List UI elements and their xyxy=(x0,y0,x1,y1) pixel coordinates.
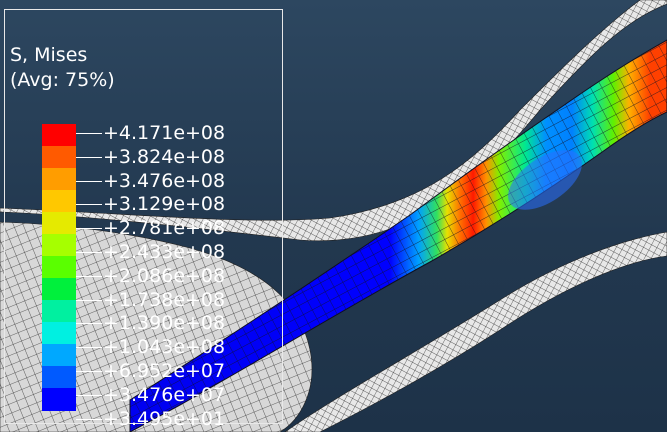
legend-value: +2.433e+08 xyxy=(103,241,226,263)
legend-tick xyxy=(76,180,102,182)
legend-band xyxy=(42,300,76,323)
legend-band xyxy=(42,344,76,367)
legend-value: +1.390e+08 xyxy=(103,312,226,335)
legend-tick xyxy=(76,371,102,372)
legend-tick xyxy=(76,275,102,277)
legend-tick xyxy=(76,133,102,134)
legend-band xyxy=(42,388,76,411)
legend-title: S, Mises xyxy=(10,44,88,66)
legend-value: +1.738e+08 xyxy=(103,288,226,311)
legend-band xyxy=(42,234,76,257)
legend-value: +1.043e+08 xyxy=(103,336,226,359)
legend-color-bar xyxy=(42,124,76,411)
contour-legend: S, Mises (Avg: 75%) +4.171e+08+3.824e+08… xyxy=(4,9,283,428)
legend-tick xyxy=(76,394,102,396)
legend-value: +3.476e+07 xyxy=(103,383,226,406)
legend-tick xyxy=(76,228,102,230)
legend-value: +3.495e+01 xyxy=(103,407,226,430)
legend-band xyxy=(42,256,76,279)
legend-tick xyxy=(76,156,102,158)
lower-die-surface xyxy=(284,231,667,432)
legend-tick xyxy=(76,204,102,206)
legend-band xyxy=(42,278,76,301)
legend-value: +3.824e+08 xyxy=(103,145,226,168)
legend-tick xyxy=(76,323,102,325)
legend-tick xyxy=(76,252,102,253)
legend-band xyxy=(42,322,76,345)
legend-value: +3.476e+08 xyxy=(103,169,226,192)
legend-value: +3.129e+08 xyxy=(103,193,226,216)
legend-value: +4.171e+08 xyxy=(103,122,226,144)
legend-value: +6.952e+07 xyxy=(103,360,226,382)
legend-band xyxy=(42,168,76,191)
legend-tick xyxy=(76,418,102,420)
legend-subtitle: (Avg: 75%) xyxy=(10,69,115,91)
legend-band xyxy=(42,212,76,235)
legend-tick xyxy=(76,299,102,301)
legend-band xyxy=(42,190,76,213)
legend-tick xyxy=(76,347,102,349)
legend-band xyxy=(42,124,76,147)
legend-band xyxy=(42,146,76,169)
legend-band xyxy=(42,366,76,389)
upper-die-mesh xyxy=(0,0,667,242)
specimen-core-region xyxy=(508,150,582,210)
legend-value: +2.086e+08 xyxy=(103,264,226,287)
legend-value: +2.781e+08 xyxy=(103,217,226,240)
